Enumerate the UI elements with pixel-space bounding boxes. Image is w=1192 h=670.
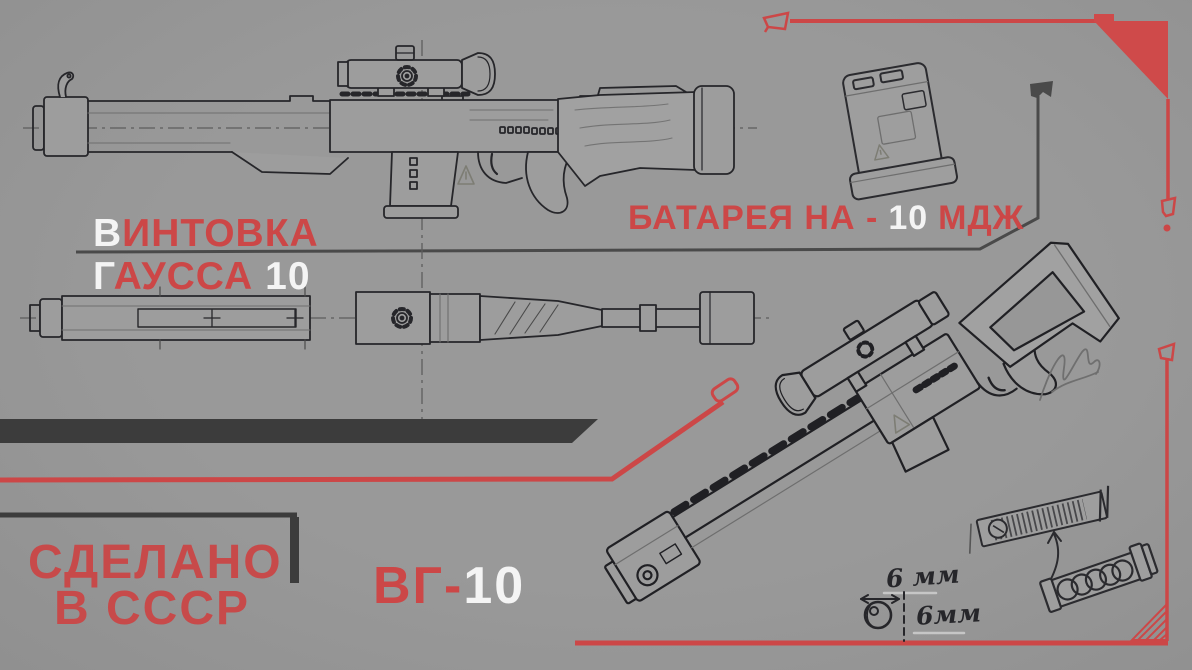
trigger: [490, 152, 499, 176]
gauss-rifle-perspective-sketch: [604, 241, 1120, 605]
hatched-corner-triangle: [1129, 601, 1168, 641]
battery-base: [849, 156, 959, 201]
muzzle-hook-sight: [57, 71, 75, 98]
gauss-rifle-top-view-sketch: [29, 286, 755, 350]
warning-triangle-icon: [457, 165, 475, 185]
scope: [774, 291, 950, 416]
adjuster-gear-icon: [391, 307, 413, 329]
title-first-letter: В: [93, 212, 123, 255]
red-pin-icon: [1160, 196, 1177, 218]
corner-triangle: [1094, 21, 1168, 99]
magazine: [389, 151, 459, 207]
scope-eyebell: [461, 52, 496, 96]
battery-capacity-number: 10: [888, 199, 929, 237]
rail-segments: [670, 394, 862, 516]
bore-circle: [863, 600, 893, 630]
red-pin-icon: [710, 377, 740, 403]
bore-diameter-measurement-note: [860, 591, 966, 642]
contact-terminal: [879, 69, 904, 84]
warning-triangle-icon: [874, 144, 890, 161]
red-frame-top: [762, 11, 1177, 232]
made-in-ussr-frame: [0, 512, 299, 583]
red-frame-right-bottom: [575, 342, 1176, 646]
bore-height-note: 6мм: [915, 598, 982, 631]
scope: [337, 45, 496, 97]
page-title-line1: ВИНТОВКА: [93, 212, 319, 255]
red-flag-icon: [1157, 342, 1176, 362]
made-in-ussr-line1: СДЕЛАНО: [28, 536, 283, 589]
made-in-ussr-line2: В СССР: [53, 582, 250, 635]
pistol-grip: [525, 151, 573, 214]
accelerator-rail-section-sketch: [968, 485, 1110, 554]
battery-magazine-sketch: [842, 62, 959, 201]
magazine-well: [891, 415, 950, 473]
red-flag-icon: [762, 11, 790, 33]
stock: [557, 91, 697, 187]
hatching: [990, 498, 1088, 541]
dark-accent-bar: [0, 419, 598, 443]
bore-width-note: 6 мм: [885, 559, 961, 594]
battery-leader-line: [75, 81, 1053, 254]
battery-capacity-unit: МДЖ: [938, 199, 1025, 237]
red-frame-left: [0, 377, 740, 483]
coil-stack-section-sketch: [1039, 542, 1159, 613]
artist-signature: [1039, 348, 1101, 401]
butt-pad: [693, 85, 735, 175]
model-number: 10: [463, 557, 526, 615]
title-first-letter: Г: [93, 255, 114, 298]
scope-knob-gear-icon: [396, 65, 418, 87]
title-number: 10: [265, 255, 311, 298]
leader-flag-icon: [1030, 81, 1053, 98]
contact-terminal: [852, 76, 875, 91]
warning-triangle-icon: [893, 414, 911, 434]
model-designation: ВГ-10: [373, 557, 526, 615]
gauss-rifle-side-view-sketch: [32, 45, 735, 219]
